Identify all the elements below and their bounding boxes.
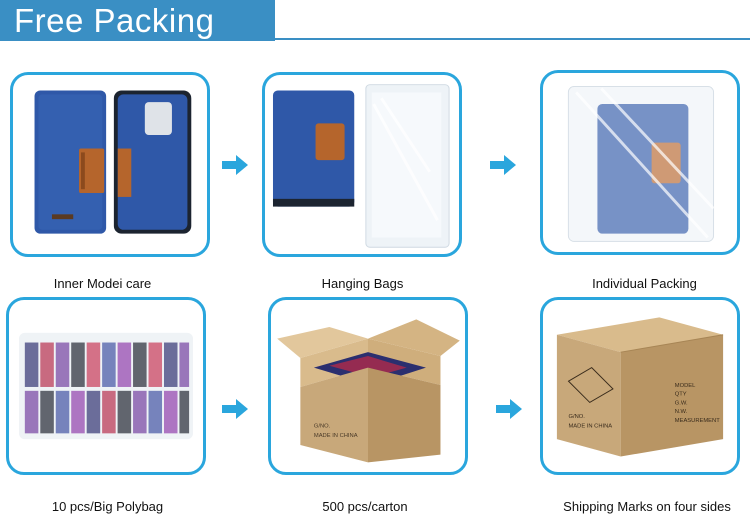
polybag-stack-image (19, 332, 193, 440)
step-caption: Inner Modei care (53, 276, 152, 291)
individual-pack-image (567, 86, 715, 242)
step-card-big-polybag (6, 297, 206, 475)
phone-case-pair-image (34, 90, 192, 234)
mark-line: MEASUREMENT (675, 418, 720, 424)
arrow-right-icon (490, 155, 516, 175)
mark-line: QTY (675, 392, 687, 398)
step-card-hanging-bags (262, 72, 462, 257)
side-model-text: G/NO. (568, 414, 585, 420)
open-carton-image: G/NO. MADE IN CHINA (277, 319, 460, 463)
header-banner: Free Packing (0, 0, 275, 41)
carton-model-text: G/NO. (314, 424, 331, 430)
step-caption: Individual Packing (592, 276, 697, 291)
side-origin-text: MADE IN CHINA (568, 424, 612, 430)
step-card-inner-model (10, 72, 210, 257)
arrow-right-icon (222, 399, 248, 419)
arrow-right-icon (222, 155, 248, 175)
shipping-carton-image: G/NO. MADE IN CHINA MODEL QTY G.W. N.W. … (556, 317, 724, 457)
mark-line: N.W. (675, 409, 688, 415)
hanging-bag-image (272, 84, 450, 248)
page-title: Free Packing (14, 2, 215, 39)
step-caption: 10 pcs/Big Polybag (51, 499, 164, 514)
step-card-carton: G/NO. MADE IN CHINA (268, 297, 468, 475)
step-caption: Shipping Marks on four sides (563, 499, 731, 514)
step-caption: 500 pcs/carton (322, 499, 408, 514)
mark-line: G.W. (675, 400, 688, 406)
arrow-right-icon (496, 399, 522, 419)
carton-origin-text: MADE IN CHINA (314, 433, 358, 439)
header-rule (275, 38, 750, 40)
step-caption: Hanging Bags (321, 276, 404, 291)
step-card-individual-packing (540, 70, 740, 255)
mark-line: MODEL (675, 383, 696, 389)
step-card-shipping-marks: G/NO. MADE IN CHINA MODEL QTY G.W. N.W. … (540, 297, 740, 475)
